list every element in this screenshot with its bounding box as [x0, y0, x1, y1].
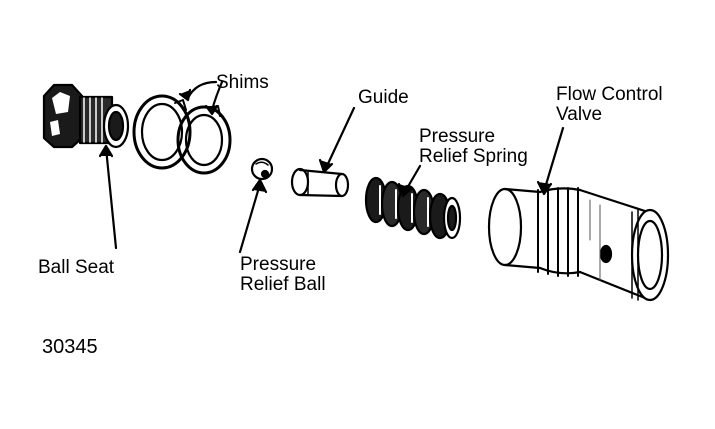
- flow-control-valve-part: [487, 187, 670, 302]
- pressure-relief-spring-part: [364, 176, 462, 240]
- pressure-relief-ball-part: [250, 157, 274, 181]
- pressure-relief-ball-label-line2: Relief Ball: [240, 274, 326, 295]
- pressure-relief-spring-label-line2: Relief Spring: [419, 146, 528, 167]
- shims-label: Shims: [216, 72, 269, 93]
- flow-control-valve-label-line1: Flow Control: [556, 84, 663, 105]
- shims-arrows: [178, 80, 224, 116]
- ball-seat-part: [42, 83, 130, 149]
- ball-seat-label: Ball Seat: [38, 257, 115, 278]
- leader-arrows: [98, 106, 565, 254]
- flow-control-valve-label-line2: Valve: [556, 104, 603, 125]
- pressure-relief-spring-label-line1: Pressure: [419, 126, 496, 147]
- pressure-relief-ball-label-line1: Pressure: [240, 254, 317, 275]
- guide-label: Guide: [358, 87, 409, 108]
- figure-number: 30345: [42, 336, 98, 358]
- guide-part: [290, 167, 350, 198]
